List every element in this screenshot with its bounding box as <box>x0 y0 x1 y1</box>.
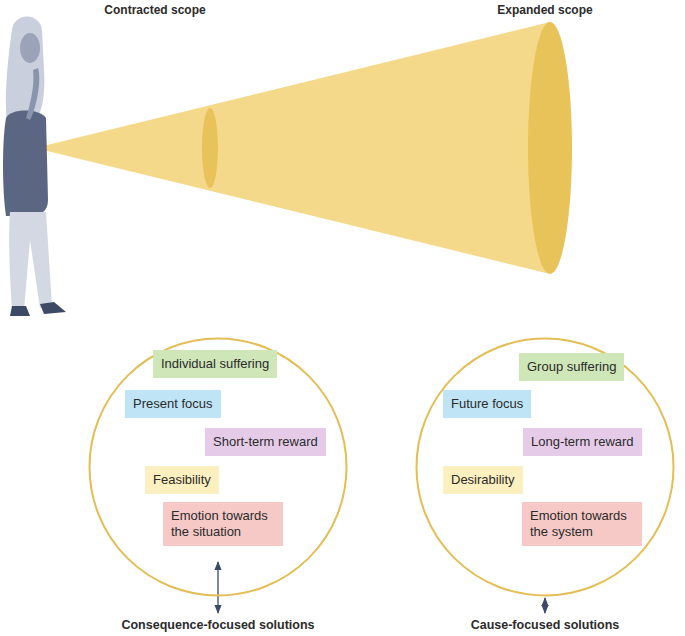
double-arrow <box>217 562 218 613</box>
factor-box: Feasibility <box>145 466 219 494</box>
circle-outline <box>417 339 674 596</box>
factor-box: Emotion towards the situation <box>163 502 283 546</box>
factor-text: Future focus <box>451 396 523 412</box>
factor-text: Desirability <box>451 472 515 488</box>
solution-label: Cause-focused solutions <box>375 618 685 632</box>
factor-box: Short-term reward <box>205 428 326 456</box>
factor-box: Future focus <box>443 390 531 418</box>
person-figure <box>3 17 66 317</box>
scope-cone <box>35 22 550 274</box>
solution-circle: Cause-focused solutionsGroup sufferingFu… <box>415 337 675 597</box>
factor-box: Desirability <box>443 466 523 494</box>
factor-text: Emotion towards the situation <box>171 508 275 540</box>
factor-text: Long-term reward <box>531 434 634 450</box>
factor-box: Present focus <box>125 390 221 418</box>
cone-end <box>528 22 572 274</box>
factor-text: Individual suffering <box>161 356 269 372</box>
cone-section <box>202 108 218 188</box>
factor-box: Long-term reward <box>523 428 642 456</box>
double-arrow <box>544 598 545 613</box>
solution-circle: Consequence-focused solutionsIndividual … <box>88 337 348 597</box>
factor-text: Emotion towards the system <box>530 508 634 540</box>
scope-label: Expanded scope <box>445 3 645 17</box>
factor-box: Group suffering <box>519 353 624 381</box>
factor-text: Present focus <box>133 396 213 412</box>
factor-text: Feasibility <box>153 472 211 488</box>
solution-label: Consequence-focused solutions <box>48 618 388 632</box>
factor-text: Group suffering <box>527 359 616 375</box>
scope-label: Contracted scope <box>55 3 255 17</box>
factor-text: Short-term reward <box>213 434 318 450</box>
factor-box: Emotion towards the system <box>522 502 642 546</box>
factor-box: Individual suffering <box>153 350 277 378</box>
circle-outline <box>90 339 347 596</box>
